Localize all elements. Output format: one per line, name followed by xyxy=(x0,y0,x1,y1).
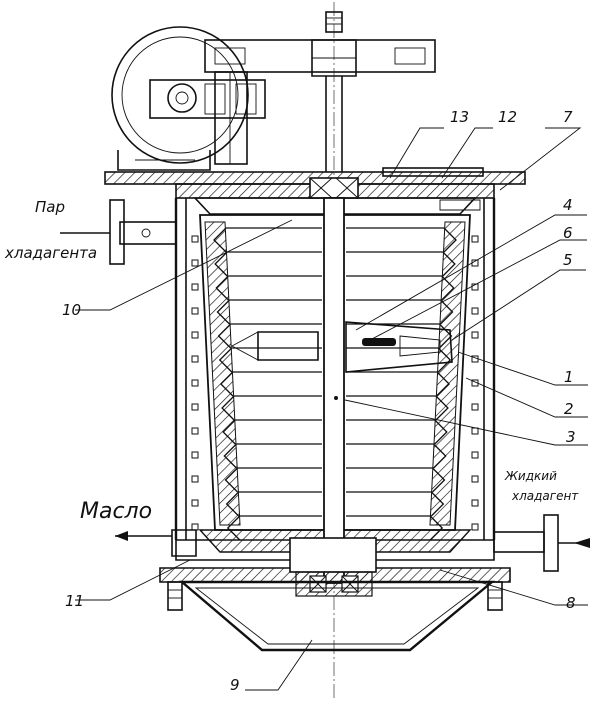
bolt-right xyxy=(487,581,503,611)
callout-8: 8 xyxy=(566,594,576,612)
shell-fin xyxy=(191,499,199,507)
oil-outlet xyxy=(115,529,197,557)
text-labels: Пар хладагента Масло Жидкий хладагент 1 … xyxy=(4,108,579,694)
vapor-outlet-nozzle xyxy=(60,199,177,265)
shell-fin xyxy=(191,475,199,483)
separator-drum xyxy=(191,214,479,553)
callout-7: 7 xyxy=(563,108,573,126)
shell-fin xyxy=(191,259,199,267)
callout-1: 1 xyxy=(564,368,574,386)
crank-arm xyxy=(204,39,436,73)
shell-fin xyxy=(471,427,479,435)
callout-12: 12 xyxy=(498,108,517,126)
callout-6: 6 xyxy=(563,224,573,242)
separator-plate xyxy=(224,467,446,493)
shell-fin xyxy=(191,331,199,339)
callout-2: 2 xyxy=(564,400,574,418)
shell-fin xyxy=(191,427,199,435)
separator-plate xyxy=(222,419,448,445)
oil-label: Масло xyxy=(80,499,152,524)
liquid-inlet-nozzle xyxy=(493,514,590,572)
separator-plate xyxy=(213,227,457,253)
outer-shell xyxy=(174,198,496,540)
shell-fin xyxy=(191,283,199,291)
vapor-label-line2: хладагента xyxy=(4,244,97,262)
drive-assembly xyxy=(111,26,436,171)
shell-fin xyxy=(191,523,199,531)
shell-fin xyxy=(191,355,199,363)
callout-3: 3 xyxy=(566,428,576,446)
shell-fin xyxy=(471,499,479,507)
shell-fin xyxy=(471,331,479,339)
separator-plate xyxy=(223,443,447,469)
plate-stack xyxy=(191,227,479,541)
shell-fin xyxy=(191,451,199,459)
shell-fin xyxy=(471,403,479,411)
rotor-shaft xyxy=(231,197,453,584)
drive-pulley xyxy=(111,26,249,164)
shell-fin xyxy=(191,403,199,411)
shell-fin xyxy=(191,307,199,315)
callout-10: 10 xyxy=(62,301,81,319)
callout-11: 11 xyxy=(65,592,84,610)
reducer-housing xyxy=(149,79,266,119)
separator-plate xyxy=(218,347,452,373)
bolt-left xyxy=(167,581,183,611)
shell-fin xyxy=(471,307,479,315)
drive-shaft-end xyxy=(167,83,197,113)
leader-lines xyxy=(75,127,588,691)
cover-plate xyxy=(104,167,526,215)
impeller xyxy=(345,321,453,373)
lower-assembly xyxy=(159,537,511,652)
callout-4: 4 xyxy=(563,196,573,214)
shell-fin xyxy=(191,235,199,243)
separator-plate xyxy=(214,251,456,277)
slot-left xyxy=(257,331,319,361)
lower-bearing-housing xyxy=(289,537,377,573)
shell-fin xyxy=(471,235,479,243)
shell-fin xyxy=(471,451,479,459)
shell-fin xyxy=(471,283,479,291)
shell-fin xyxy=(471,523,479,531)
liquid-label-line1: Жидкий xyxy=(504,469,557,483)
top-distributor xyxy=(193,197,477,215)
shell-fin xyxy=(191,379,199,387)
shell-fin xyxy=(471,475,479,483)
vapor-label-line1: Пар xyxy=(35,198,65,216)
separator-plate xyxy=(225,491,445,517)
upper-bearing xyxy=(309,177,359,199)
separator-plate xyxy=(219,371,451,397)
callout-9: 9 xyxy=(230,676,240,694)
oil-sump xyxy=(178,580,496,652)
callout-5: 5 xyxy=(563,251,573,269)
separator-plate xyxy=(215,275,455,301)
callout-13: 13 xyxy=(450,108,469,126)
separator-plate xyxy=(226,515,444,541)
separator-plate xyxy=(221,395,449,421)
drive-support xyxy=(214,71,248,165)
liquid-label-line2: хладагент xyxy=(511,489,579,503)
separator-plate xyxy=(217,323,453,349)
separator-plate xyxy=(216,299,454,325)
